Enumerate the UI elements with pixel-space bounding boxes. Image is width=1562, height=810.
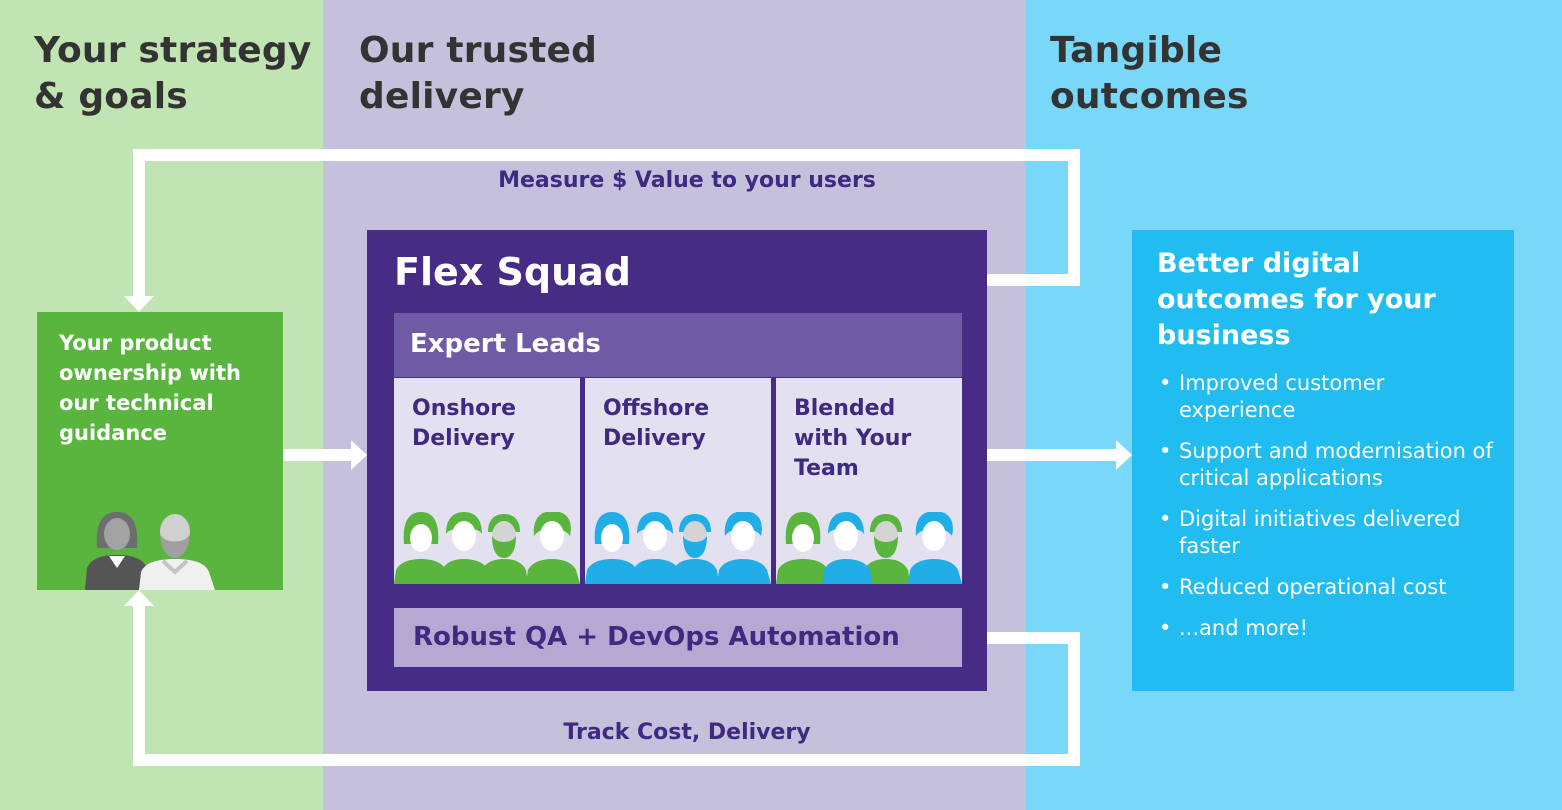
outcomes-box: Better digital outcomes for your busines… bbox=[1132, 230, 1514, 691]
outcomes-list: •Improved customer experience •Support a… bbox=[1157, 370, 1507, 656]
team-label: Offshore Delivery bbox=[603, 396, 710, 451]
delivery-heading: Our trusted delivery bbox=[359, 30, 598, 117]
bullet-icon: • bbox=[1159, 371, 1172, 395]
flex-squad: Flex Squad Expert Leads Onshore Delivery bbox=[367, 230, 987, 691]
outcomes-title: Better digital outcomes for your busines… bbox=[1157, 248, 1436, 351]
expert-leads-label: Expert Leads bbox=[410, 329, 601, 359]
list-item: •Digital initiatives delivered faster bbox=[1159, 507, 1461, 558]
qa-devops-label: Robust QA + DevOps Automation bbox=[413, 622, 900, 652]
bullet-icon: • bbox=[1159, 507, 1172, 531]
blended-team-icon bbox=[776, 512, 962, 584]
bearded-man-avatar-icon bbox=[139, 514, 215, 590]
blended-team-card: Blended with Your Team bbox=[776, 378, 962, 584]
list-item: •Support and modernisation of critical a… bbox=[1159, 439, 1493, 490]
expert-leads-bar: Expert Leads bbox=[394, 313, 962, 377]
bullet-icon: • bbox=[1159, 575, 1172, 599]
feedback-loop-top bbox=[133, 149, 1080, 298]
onshore-team-icon bbox=[394, 512, 580, 584]
onshore-delivery-card: Onshore Delivery bbox=[394, 378, 580, 584]
strategy-heading: Your strategy & goals bbox=[34, 30, 312, 117]
product-owners-icon bbox=[85, 512, 215, 590]
qa-devops-bar: Robust QA + DevOps Automation bbox=[394, 608, 962, 667]
feedback-loop-bottom bbox=[133, 604, 1080, 766]
offshore-team-icon bbox=[585, 512, 771, 584]
bullet-icon: • bbox=[1159, 616, 1172, 640]
bullet-icon: • bbox=[1159, 439, 1172, 463]
team-label: Onshore Delivery bbox=[412, 396, 517, 451]
arrow-right-icon bbox=[351, 440, 367, 470]
flex-squad-title: Flex Squad bbox=[394, 250, 631, 294]
track-cost-label: Track Cost, Delivery bbox=[563, 720, 811, 745]
product-ownership-box: Your product ownership with our technica… bbox=[37, 312, 283, 590]
outcomes-heading: Tangible outcomes bbox=[1050, 30, 1249, 117]
product-ownership-text: Your product ownership with our technica… bbox=[59, 331, 241, 445]
woman-avatar-icon bbox=[85, 512, 149, 590]
arrow-down-icon bbox=[124, 296, 154, 312]
list-item: •Improved customer experience bbox=[1159, 371, 1385, 422]
measure-value-label: Measure $ Value to your users bbox=[498, 168, 876, 193]
arrow-up-icon bbox=[124, 590, 154, 606]
list-item: •...and more! bbox=[1159, 616, 1309, 640]
offshore-delivery-card: Offshore Delivery bbox=[585, 378, 771, 584]
team-label: Blended with Your Team bbox=[794, 396, 912, 481]
list-item: •Reduced operational cost bbox=[1159, 575, 1447, 599]
arrow-right-icon bbox=[1116, 440, 1132, 470]
